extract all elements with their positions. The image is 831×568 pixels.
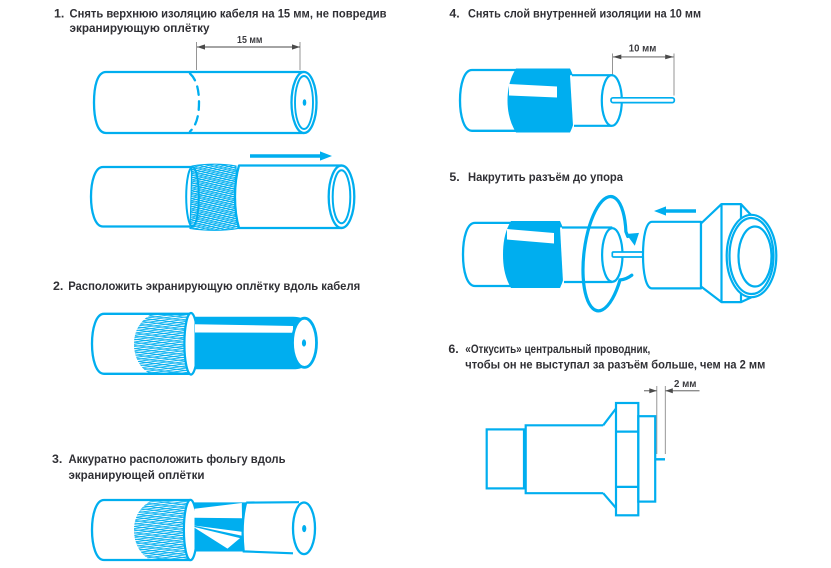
svg-text:экранирующую оплётку: экранирующую оплётку: [70, 21, 210, 35]
svg-text:15 мм: 15 мм: [237, 35, 263, 46]
svg-text:2 мм: 2 мм: [674, 379, 697, 390]
svg-text:10 мм: 10 мм: [629, 44, 657, 55]
svg-text:2.: 2.: [53, 279, 63, 293]
svg-text:6.: 6.: [448, 342, 458, 356]
svg-text:«Откусить» центральный проводн: «Откусить» центральный проводник,: [465, 342, 650, 356]
svg-text:Расположить экранирующую оплёт: Расположить экранирующую оплётку вдоль к…: [68, 279, 360, 293]
svg-text:1.: 1.: [54, 6, 64, 20]
svg-text:4.: 4.: [449, 6, 459, 20]
svg-text:экранирующей оплётки: экранирующей оплётки: [69, 468, 205, 482]
svg-text:5.: 5.: [449, 170, 459, 184]
svg-text:Аккуратно расположить фольгу в: Аккуратно расположить фольгу вдоль: [69, 452, 286, 466]
svg-text:3.: 3.: [52, 452, 62, 466]
svg-text:Снять слой внутренней изоляции: Снять слой внутренней изоляции на 10 мм: [468, 6, 701, 20]
svg-text:Снять верхнюю изоляцию кабеля: Снять верхнюю изоляцию кабеля на 15 мм, …: [70, 6, 387, 20]
svg-text:Накрутить разъём до упора: Накрутить разъём до упора: [468, 170, 623, 184]
svg-text:чтобы он не выступал за разъём: чтобы он не выступал за разъём больше, ч…: [465, 358, 765, 372]
